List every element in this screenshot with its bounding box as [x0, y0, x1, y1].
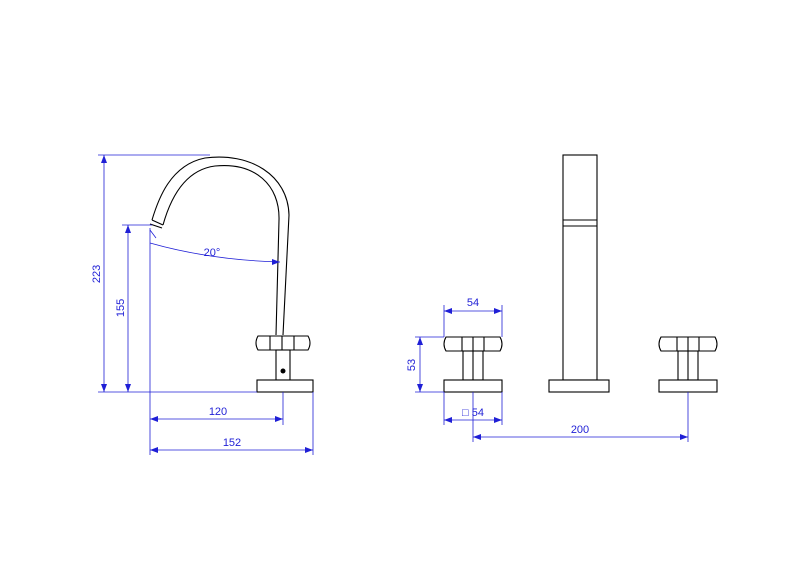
dim-total-depth: 152: [223, 437, 241, 449]
center-spout: [548, 154, 610, 393]
dim-handle-spacing: 200: [571, 424, 589, 436]
spout-inner: [162, 165, 280, 336]
dim-handle-height: 53: [406, 359, 418, 371]
dim-handle-width: 54: [467, 297, 479, 309]
spout-outer: [151, 156, 290, 336]
aerator-dot: [280, 368, 286, 374]
side-dimensions: 223 155 20° 120 152: [91, 154, 314, 455]
side-view: [149, 156, 314, 393]
side-body: [275, 349, 291, 381]
dim-base-square: □ 54: [462, 407, 484, 419]
dim-spout-angle: 20°: [204, 247, 221, 259]
front-dimensions: 54 53 □ 54 200: [406, 297, 689, 442]
spout-tip: [151, 219, 164, 226]
right-handle-valve: [658, 336, 718, 393]
dim-spout-height: 155: [115, 299, 127, 317]
front-view: [443, 154, 718, 393]
dim-spout-reach: 120: [209, 406, 227, 418]
dim-total-height: 223: [91, 265, 103, 283]
left-handle-valve: [443, 336, 503, 393]
side-handle: [255, 335, 311, 351]
side-base: [256, 379, 314, 393]
